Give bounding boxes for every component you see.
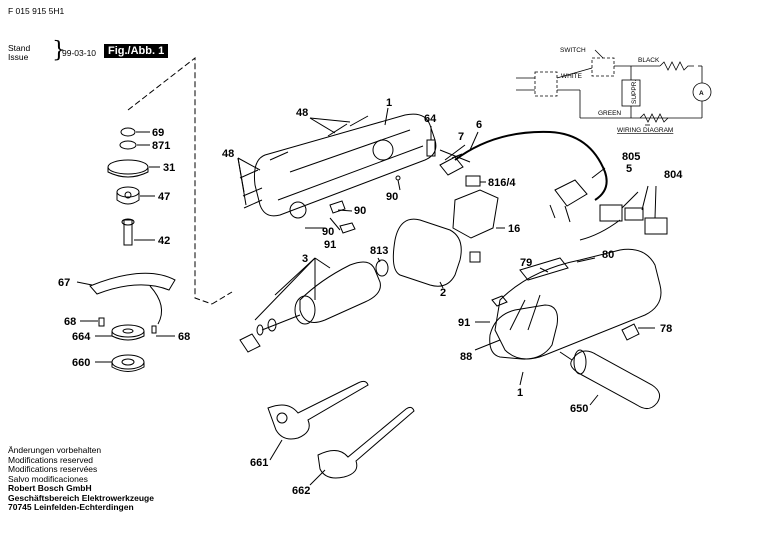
part-660-nut [111, 354, 145, 370]
part-label: 816/4 [488, 177, 516, 189]
part-label: 69 [152, 127, 164, 139]
part-label: 871 [152, 140, 170, 152]
wiring-black-label: BLACK [638, 57, 660, 64]
company-division: Geschäftsbereich Elektrowerkzeuge [8, 492, 154, 503]
part-label: 42 [158, 235, 170, 247]
footer-notes: Änderungen vorbehalten Modifications res… [8, 445, 154, 513]
part-label: 48 [222, 148, 234, 160]
part-label: 78 [660, 323, 672, 335]
part-label: 80 [602, 249, 614, 261]
part-label: 90 [322, 226, 334, 238]
part-label: 68 [178, 331, 190, 343]
brace-glyph: } [52, 38, 66, 63]
part-label: 805 [622, 151, 640, 163]
part-805-plug [554, 179, 588, 207]
stand-label: Stand [8, 43, 31, 53]
part-label: 661 [250, 457, 268, 469]
part-69-ring [120, 127, 136, 137]
part-1-housing [254, 113, 437, 217]
company-address: 70745 Leinfelden-Echterdingen [8, 502, 134, 512]
part-6-cable [454, 130, 608, 201]
part-label: 6 [476, 119, 482, 131]
part-label: 3 [302, 253, 308, 265]
part-label: 1 [386, 97, 392, 109]
part-label: 2 [440, 287, 446, 299]
stand-issue-label: Stand Issue [8, 44, 30, 62]
part-label: 88 [460, 351, 472, 363]
footer-line: Modifications reserved [8, 454, 94, 465]
part-label: 7 [458, 131, 464, 143]
part-label: 90 [354, 205, 366, 217]
part-68-screw [98, 317, 105, 327]
part-label: 16 [508, 223, 520, 235]
part-label: 1 [517, 387, 523, 399]
issue-label: Issue [8, 52, 29, 62]
wiring-title: WIRING DIAGRAM [617, 127, 673, 134]
part-31-bevel-gear [107, 159, 149, 175]
part-label: 91 [324, 239, 336, 251]
part-label: 91 [458, 317, 470, 329]
part-label: 67 [58, 277, 70, 289]
part-label: 90 [386, 191, 398, 203]
footer-line: Salvo modificaciones [8, 473, 88, 484]
part-label: 47 [158, 191, 170, 203]
part-79-cover [519, 257, 569, 281]
assembly-dash-line [127, 56, 213, 305]
part-label: 48 [296, 107, 308, 119]
wiring-green-label: GREEN [598, 110, 621, 117]
part-label: 804 [664, 169, 683, 181]
document-code: F 015 915 5H1 [8, 6, 65, 16]
part-label: 5 [626, 163, 632, 175]
wiring-motor-label: A [699, 90, 704, 97]
figure-badge: Fig./Abb. 1 [104, 44, 169, 58]
part-2-stator [392, 218, 462, 287]
part-67-guard [89, 272, 176, 295]
part-label: 31 [163, 162, 175, 174]
part-label: 64 [424, 113, 437, 125]
part-label: 79 [520, 257, 532, 269]
footer-line: Modifications reservées [8, 464, 98, 474]
part-3-armature [299, 261, 381, 323]
footer-line: Änderungen vorbehalten [8, 445, 102, 455]
part-661-wrench [267, 380, 369, 440]
wiring-diagram [516, 49, 712, 126]
part-label: 664 [72, 331, 91, 343]
wiring-suppr-label: SUPPR. [631, 80, 638, 104]
part-16-brush-holder [452, 189, 499, 239]
part-664-flange [111, 324, 145, 338]
part-label: 68 [64, 316, 76, 328]
part-662-wrench [317, 406, 415, 479]
part-42-spindle [123, 219, 133, 246]
issue-date: 99-03-10 [62, 48, 97, 58]
part-label: 813 [370, 245, 388, 257]
wiring-switch-label: SWITCH [560, 47, 586, 54]
company-name: Robert Bosch GmbH [8, 483, 92, 493]
wiring-white-label: WHITE [561, 73, 583, 80]
part-label: 662 [292, 485, 310, 497]
part-label: 650 [570, 403, 588, 415]
part-label: 660 [72, 357, 90, 369]
part-871-washer [119, 140, 137, 150]
part-650-handle [570, 350, 661, 409]
